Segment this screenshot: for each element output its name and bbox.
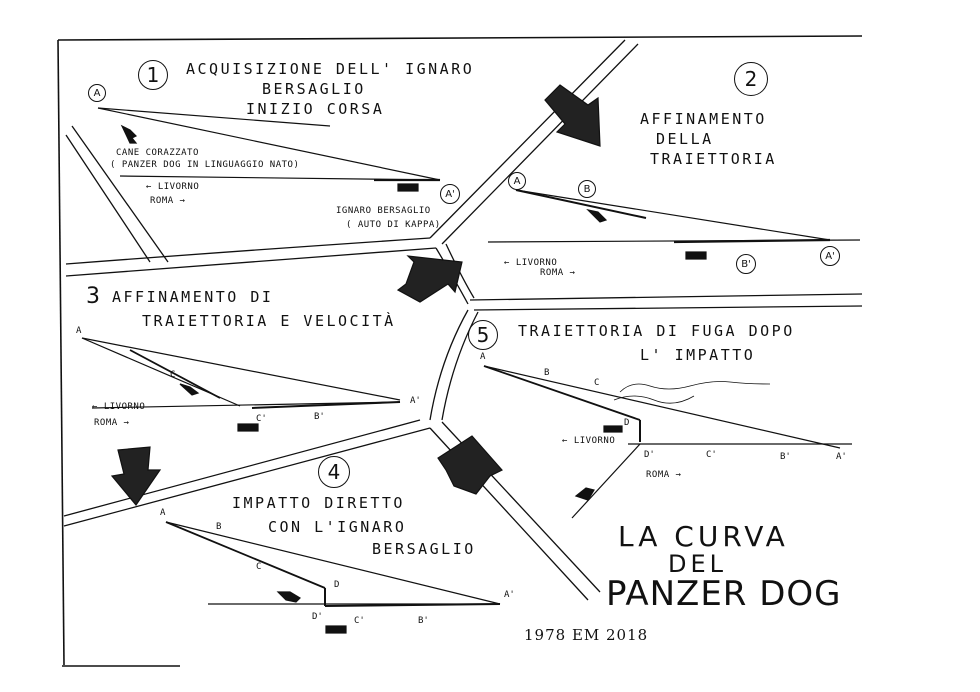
frame: [57, 35, 863, 667]
section5-heading-line1: TRAIETTORIA DI FUGA DOPO: [518, 322, 795, 340]
section5-point-c1: C': [706, 450, 717, 460]
section5-heading-line2: L' IMPATTO: [640, 346, 756, 364]
section-arrows: [110, 84, 601, 506]
section5-point-b1: B': [780, 452, 791, 462]
section2-livorno-label: ← LIVORNO: [504, 258, 558, 268]
section3-number: 3: [86, 284, 100, 309]
section1-heading-line3: INIZIO CORSA: [246, 100, 385, 118]
section5-diagram: [483, 365, 852, 519]
section2-point-b: B: [578, 180, 596, 198]
section1-point-a: A: [88, 84, 106, 102]
section2-point-a: A: [508, 172, 526, 190]
section4-point-b: B: [216, 522, 222, 532]
section1-diagram: [97, 107, 441, 192]
section3-roma-label: ROMA →: [94, 418, 130, 428]
section3-point-b1: B': [314, 412, 325, 422]
section4-point-a1: A': [504, 590, 515, 600]
big-arrow-icon: [437, 435, 503, 495]
section3-heading-line1: AFFINAMENTO DI: [112, 288, 274, 306]
section2-point-b1: B': [736, 254, 756, 274]
section3-point-a: A: [76, 326, 82, 336]
section5-point-a1: A': [836, 452, 847, 462]
section1-livorno-label: ← LIVORNO: [146, 182, 200, 192]
section5-roma-label: ROMA →: [646, 470, 682, 480]
section4-point-c: C: [256, 562, 262, 572]
section1-point-a1: A': [440, 184, 460, 204]
section5-point-b: B: [544, 368, 550, 378]
section2-number: 2: [734, 62, 768, 96]
section4-point-b1: B': [418, 616, 429, 626]
section5-point-d1: D': [644, 450, 655, 460]
signature: 1978 EM 2018: [524, 626, 649, 644]
section4-point-c1: C': [354, 616, 365, 626]
section3-point-a1: A': [410, 396, 421, 406]
section2-heading-line3: TRAIETTORIA: [650, 150, 777, 168]
title-line2: DEL: [668, 550, 728, 578]
section2-diagram: [487, 189, 861, 260]
section4-point-a: A: [160, 508, 166, 518]
section5-livorno-label: ← LIVORNO: [562, 436, 616, 446]
section3-livorno-label: ← LIVORNO: [92, 402, 146, 412]
big-arrow-icon: [544, 84, 601, 147]
section5-point-c: C: [594, 378, 600, 388]
section3-diagram: [81, 337, 401, 432]
section1-dog-label-line1: CANE CORAZZATO: [116, 148, 199, 158]
title-line3: PANZER DOG: [606, 574, 842, 614]
section1-target-line1: IGNARO BERSAGLIO: [336, 206, 431, 216]
section3-point-c1: C': [256, 414, 267, 424]
big-arrow-icon: [396, 255, 463, 303]
section4-diagram: [165, 521, 501, 634]
section1-number: 1: [138, 60, 168, 90]
section1-heading-line1: ACQUISIZIONE DELL' IGNARO: [186, 60, 475, 78]
section4-number: 4: [318, 456, 350, 488]
section2-roma-label: ROMA →: [540, 268, 576, 278]
section1-roma-label: ROMA →: [150, 196, 186, 206]
section3-point-c: C: [170, 370, 176, 380]
section1-dog-label-line2: ( PANZER DOG IN LINGUAGGIO NATO): [110, 160, 300, 170]
road-network: [63, 39, 863, 601]
section5-point-d: D: [624, 418, 630, 428]
section4-heading-line3: BERSAGLIO: [372, 540, 476, 558]
section1-target-line2: ( AUTO DI KAPPA): [346, 220, 441, 230]
section4-point-d: D: [334, 580, 340, 590]
section3-heading-line2: TRAIETTORIA E VELOCITÀ: [142, 312, 396, 330]
section4-heading-line2: CON L'IGNARO: [268, 518, 407, 536]
title-line1: LA CURVA: [618, 520, 789, 553]
section2-heading-line2: DELLA: [656, 130, 714, 148]
big-arrow-icon: [110, 446, 162, 506]
section4-point-d1: D': [312, 612, 323, 622]
section2-heading-line1: AFFINAMENTO: [640, 110, 767, 128]
section2-point-a1: A': [820, 246, 840, 266]
section4-heading-line1: IMPATTO DIRETTO: [232, 494, 405, 512]
section5-point-a: A: [480, 352, 486, 362]
section5-number: 5: [468, 320, 498, 350]
section1-heading-line2: BERSAGLIO: [262, 80, 366, 98]
